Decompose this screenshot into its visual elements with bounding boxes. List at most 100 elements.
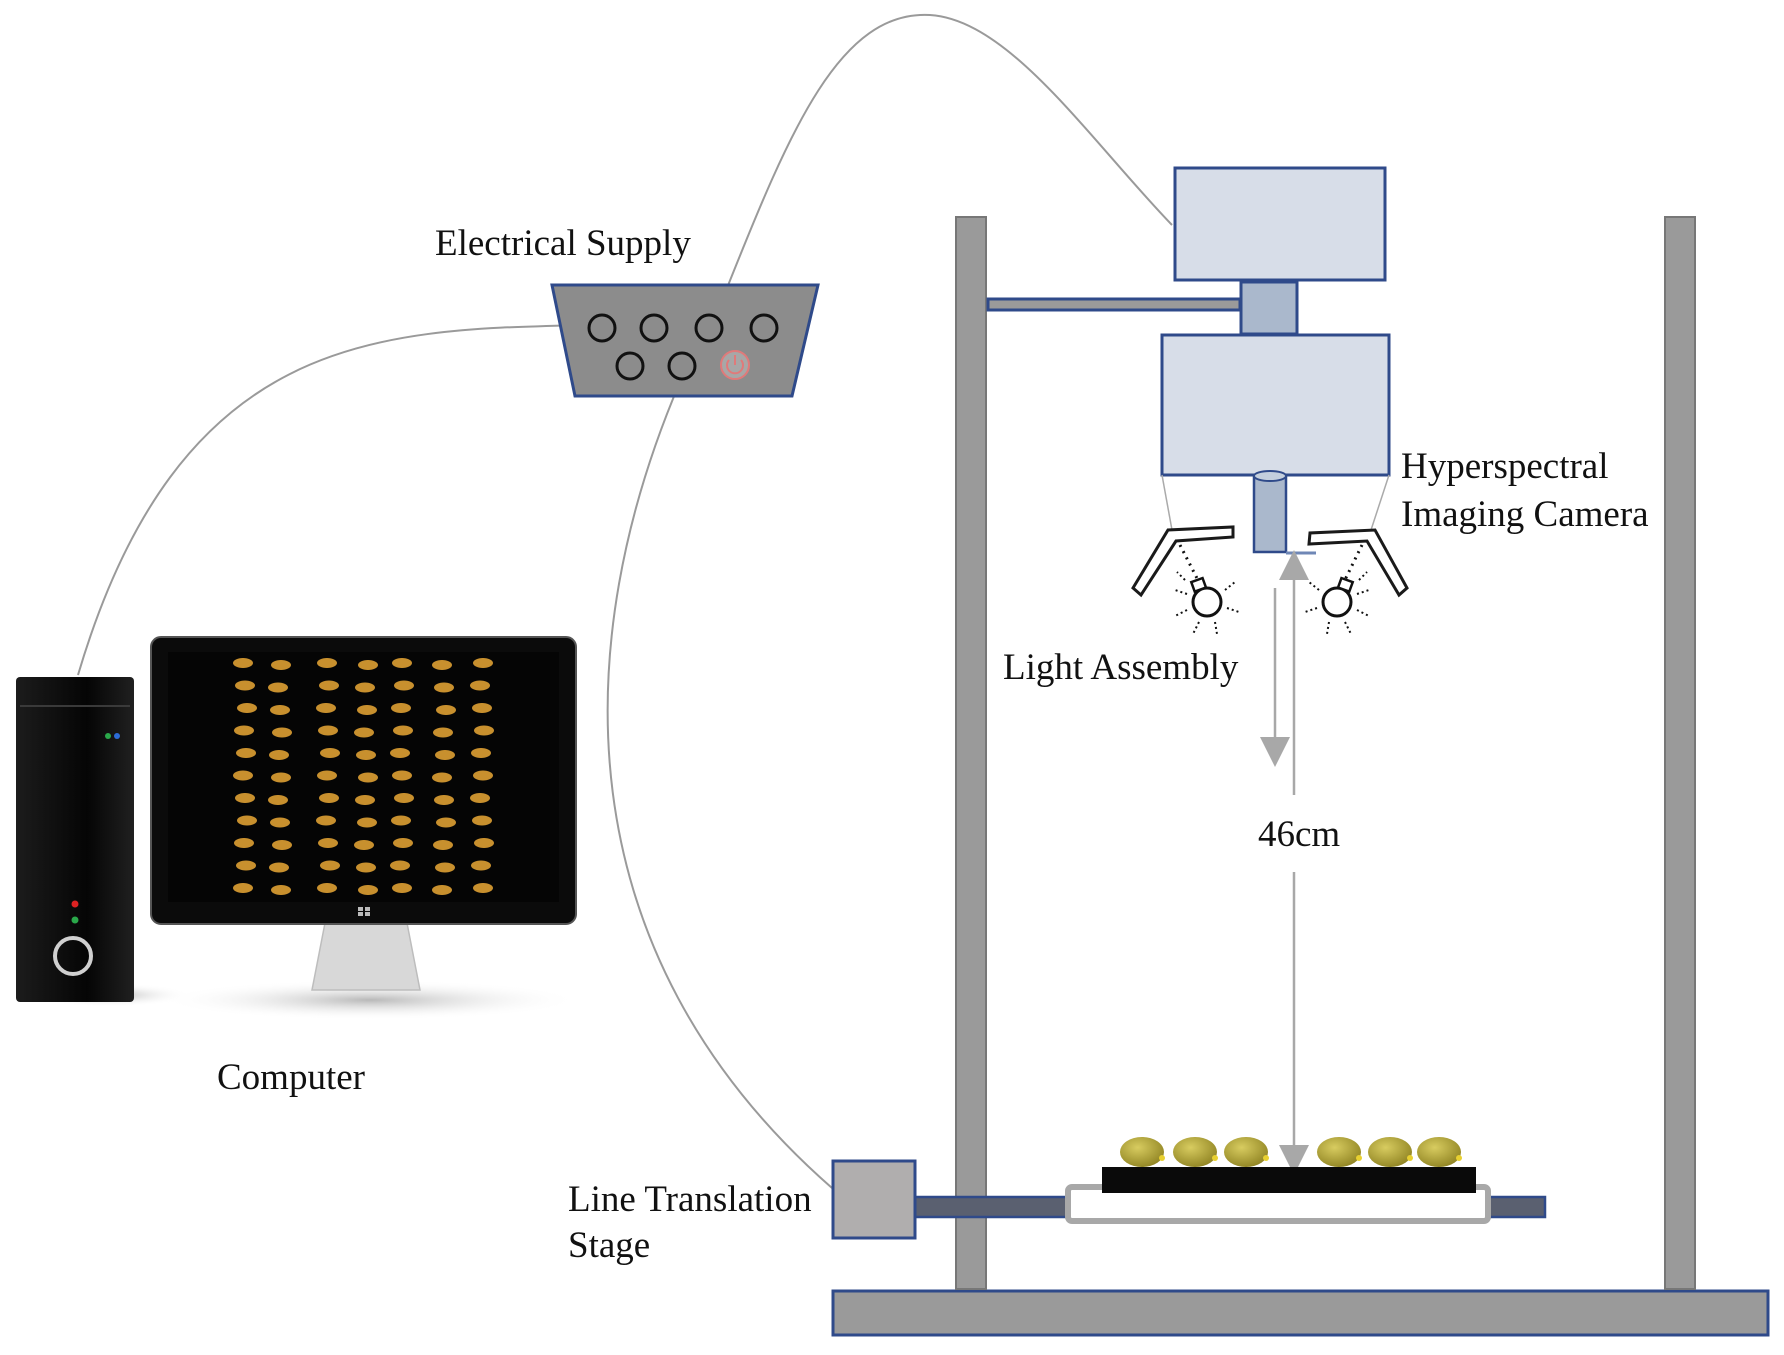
screen-seed xyxy=(432,660,452,670)
screen-seed xyxy=(356,862,376,873)
frame-post-left xyxy=(955,216,987,1290)
screen-seed xyxy=(271,885,291,895)
screen-seed xyxy=(269,750,289,760)
screen-seed xyxy=(236,748,256,758)
screen-seed xyxy=(393,838,413,848)
screen-seed xyxy=(233,883,253,893)
screen-seed xyxy=(320,860,340,871)
monitor-stand xyxy=(311,922,421,991)
cables xyxy=(77,13,1173,1189)
screen-seed xyxy=(357,705,377,715)
screen-seed xyxy=(355,682,375,693)
tower-led-green xyxy=(105,733,111,739)
screen-seed xyxy=(434,682,454,693)
screen-seed xyxy=(357,817,377,828)
screen-seed xyxy=(391,703,411,713)
socket-icon xyxy=(694,313,724,343)
labels: Electrical Supply Hyperspectral Imaging … xyxy=(217,223,1649,1266)
screen-seed xyxy=(433,840,453,850)
camera-lower-box xyxy=(1160,333,1391,477)
screen-seed xyxy=(354,840,374,850)
label-computer: Computer xyxy=(217,1057,365,1098)
camera-lens xyxy=(1252,473,1288,554)
tower-led-green-2 xyxy=(71,916,79,924)
camera-to-right-lamp-line xyxy=(1370,474,1390,531)
camera-mount-arm xyxy=(986,297,1242,312)
screen-seed xyxy=(436,705,456,715)
screen-seed xyxy=(435,862,455,873)
sample-tray xyxy=(1102,1167,1476,1193)
camera-lens-top xyxy=(1253,470,1287,482)
screen-seed xyxy=(471,860,491,871)
hyperspectral-camera xyxy=(1160,166,1391,555)
seed xyxy=(1417,1137,1462,1167)
windows-logo-icon xyxy=(358,907,370,916)
camera-to-left-lamp-line xyxy=(1161,474,1173,531)
label-camera-line2: Imaging Camera xyxy=(1401,494,1649,535)
screen-seed xyxy=(394,680,414,691)
screen-seed xyxy=(317,883,337,893)
screen-seed xyxy=(472,815,492,826)
seed xyxy=(1224,1137,1269,1167)
screen-seed xyxy=(474,838,494,848)
seeds xyxy=(1120,1137,1462,1167)
screen-seed xyxy=(319,680,339,691)
socket-icon xyxy=(587,313,617,343)
screen-seed xyxy=(473,770,493,781)
frame xyxy=(831,216,1770,1337)
line-translation-stage xyxy=(831,1137,1547,1240)
screen-seed xyxy=(271,772,291,783)
socket-icon xyxy=(639,313,669,343)
light-assembly xyxy=(1131,525,1409,635)
seed xyxy=(1120,1137,1165,1167)
screen-seed xyxy=(318,838,338,848)
supply-sockets xyxy=(587,313,779,381)
seed xyxy=(1317,1137,1362,1167)
screen-seed xyxy=(433,727,453,738)
screen-seed xyxy=(470,680,490,691)
cable-supply-to-camera xyxy=(726,13,1173,289)
screen-seed xyxy=(435,750,455,760)
power-icon[interactable] xyxy=(720,350,750,380)
base-platform xyxy=(831,1289,1770,1337)
screen-seed xyxy=(432,885,452,895)
screen-seed xyxy=(236,860,256,871)
screen-seed xyxy=(391,815,411,826)
screen-seed xyxy=(390,860,410,871)
screen-seed xyxy=(436,817,456,828)
screen-seed xyxy=(270,817,290,828)
screen-seed xyxy=(237,815,257,826)
screen-seed xyxy=(316,815,336,826)
socket-icon xyxy=(615,351,645,381)
label-stage-line1: Line Translation xyxy=(568,1179,812,1220)
tower-power-button[interactable] xyxy=(53,936,93,976)
label-distance: 46cm xyxy=(1258,814,1340,855)
screen-seed xyxy=(392,883,412,893)
screen-seed xyxy=(472,703,492,713)
left-reflector xyxy=(1131,525,1235,598)
cable-supply-to-stage xyxy=(606,381,833,1189)
label-light-assembly: Light Assembly xyxy=(1003,647,1239,688)
screen-seed xyxy=(272,840,292,850)
screen-seed xyxy=(355,795,375,805)
monitor-shadow xyxy=(160,980,580,1020)
screen-seed xyxy=(268,682,288,693)
right-lamp-beam xyxy=(1338,544,1364,591)
screen-seed xyxy=(390,748,410,758)
camera-upper-box xyxy=(1173,166,1387,282)
screen-seed xyxy=(358,660,378,670)
screen-seed xyxy=(316,703,336,713)
screen-seed xyxy=(354,727,374,738)
screen-seed xyxy=(394,793,414,803)
screen-seed xyxy=(393,725,413,736)
screen-seed xyxy=(434,795,454,805)
socket-icon xyxy=(667,351,697,381)
distance-indicator xyxy=(1260,550,1309,1175)
screen-seed xyxy=(474,725,494,736)
screen-seed xyxy=(358,772,378,783)
bulb-icon xyxy=(1174,571,1240,635)
cable-supply-to-computer xyxy=(77,324,586,676)
screen-seed xyxy=(356,750,376,760)
tower-bay-line xyxy=(20,705,130,707)
